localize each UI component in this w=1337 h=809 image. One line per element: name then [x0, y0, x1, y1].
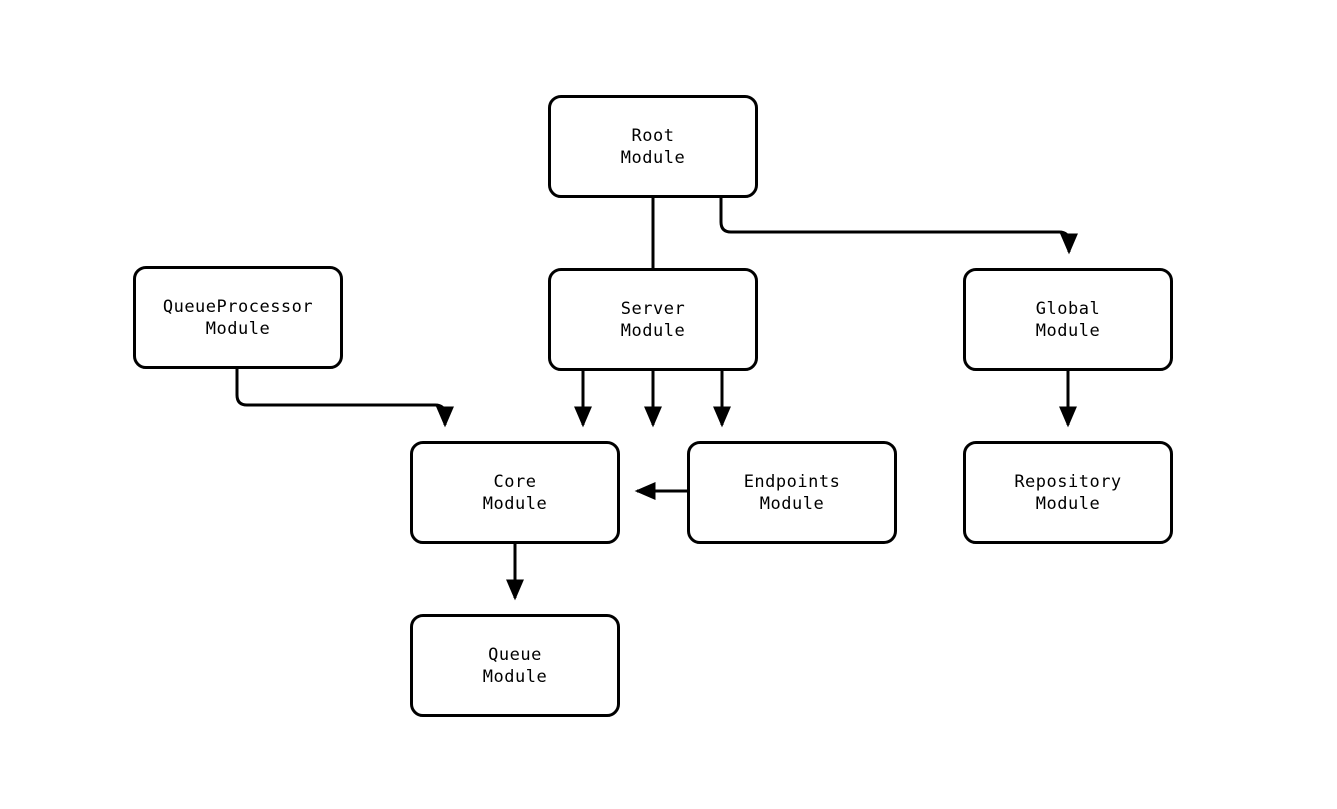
- node-queue-suffix: Module: [482, 666, 548, 687]
- node-queue[interactable]: Queue Module: [410, 614, 620, 717]
- node-core[interactable]: Core Module: [410, 441, 620, 544]
- node-global[interactable]: Global Module: [963, 268, 1173, 371]
- node-repository-suffix: Module: [1035, 493, 1101, 514]
- node-root-suffix: Module: [620, 147, 686, 168]
- node-queue-title: Queue: [488, 644, 542, 665]
- node-global-suffix: Module: [1035, 320, 1101, 341]
- node-core-title: Core: [493, 471, 537, 492]
- node-server-suffix: Module: [620, 320, 686, 341]
- node-root[interactable]: Root Module: [548, 95, 758, 198]
- edge-queueprocessor-core: [235, 369, 454, 428]
- node-root-title: Root: [631, 125, 675, 146]
- node-queueprocessor-title: QueueProcessor: [162, 296, 314, 317]
- node-endpoints-suffix: Module: [759, 493, 825, 514]
- node-repository[interactable]: Repository Module: [963, 441, 1173, 544]
- node-queueprocessor-suffix: Module: [205, 318, 271, 339]
- node-global-title: Global: [1035, 298, 1101, 319]
- node-server-title: Server: [620, 298, 686, 319]
- node-queueprocessor[interactable]: QueueProcessor Module: [133, 266, 343, 369]
- edge-root-global: [719, 198, 1078, 255]
- node-server[interactable]: Server Module: [548, 268, 758, 371]
- node-endpoints[interactable]: Endpoints Module: [687, 441, 897, 544]
- node-endpoints-title: Endpoints: [743, 471, 841, 492]
- node-core-suffix: Module: [482, 493, 548, 514]
- node-repository-title: Repository: [1014, 471, 1122, 492]
